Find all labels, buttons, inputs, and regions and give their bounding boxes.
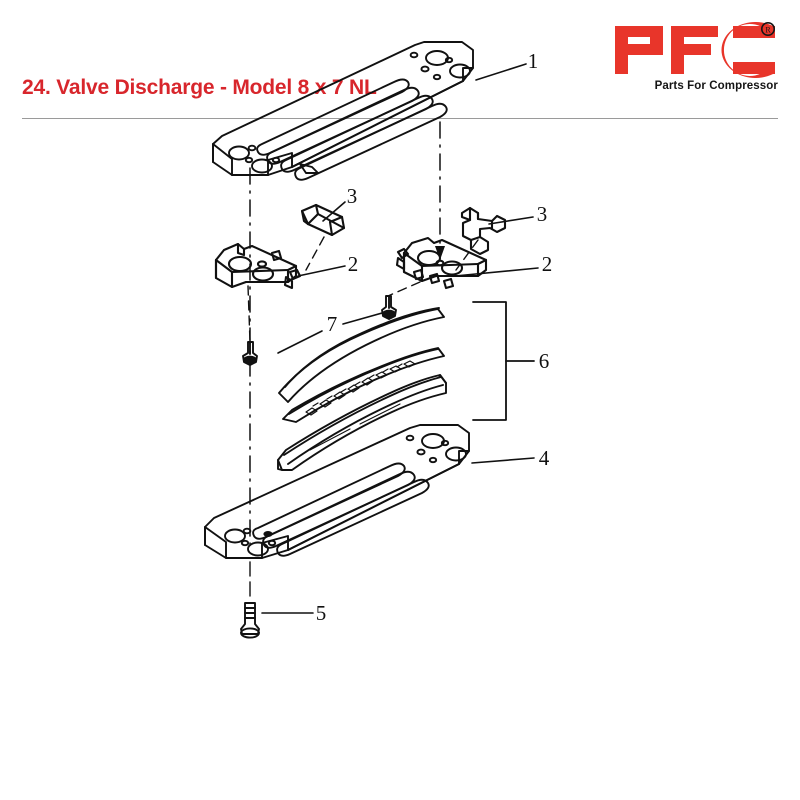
svg-text:R: R (765, 26, 771, 35)
pfc-logo-icon: R (613, 22, 778, 78)
part-5-retaining-screw (240, 602, 260, 639)
part-4-valve-guard-plate (204, 424, 470, 559)
axis-arrowhead (435, 246, 445, 260)
leader-line-3-left (322, 201, 346, 222)
leader-line-4 (471, 457, 535, 464)
assembly-axis-clip-left (305, 236, 325, 271)
part-3-valve-clip-right (460, 206, 507, 256)
leader-line-1 (475, 63, 527, 81)
callout-label-3-left: 3 (347, 184, 358, 208)
part-2-valve-guide-right (395, 236, 488, 290)
part-6-strip-c (277, 374, 447, 471)
callout-label-1: 1 (528, 49, 539, 73)
page-title: 24. Valve Discharge - Model 8 x 7 NL (22, 76, 377, 99)
part-7-pin-right (381, 295, 397, 320)
callout-label-5: 5 (316, 601, 327, 625)
part-3-valve-clip-left (300, 203, 346, 237)
callout-label-7: 7 (327, 312, 338, 336)
leader-line-7 (277, 312, 383, 354)
part-6-strip-b (282, 347, 445, 423)
assembly-axis-pin-right (387, 281, 421, 297)
assembly-axis-pin-left (247, 285, 251, 343)
callout-label-3-right: 3 (537, 202, 548, 226)
part-7-pin-left (242, 341, 258, 366)
leader-line-2-left (297, 265, 346, 277)
callout-label-6: 6 (539, 349, 550, 373)
callout-label-4: 4 (539, 446, 550, 470)
bracket-6 (472, 301, 535, 421)
exploded-diagram: 1 3 3 2 2 7 6 4 5 (0, 41, 800, 800)
page-header: 24. Valve Discharge - Model 8 x 7 NL (0, 0, 800, 128)
brand-logo: R Parts For Compressor (613, 22, 778, 104)
logo-tagline: Parts For Compressor (654, 80, 778, 92)
part-6-strip-a (278, 307, 445, 403)
part-2-valve-guide-left (214, 242, 302, 290)
callout-label-2-right: 2 (542, 252, 553, 276)
part-1-valve-seat-plate (212, 41, 474, 181)
leader-line-3-right (488, 216, 534, 225)
callout-label-2-left: 2 (348, 252, 359, 276)
header-divider (22, 118, 778, 119)
leader-line-2-right (454, 267, 539, 277)
